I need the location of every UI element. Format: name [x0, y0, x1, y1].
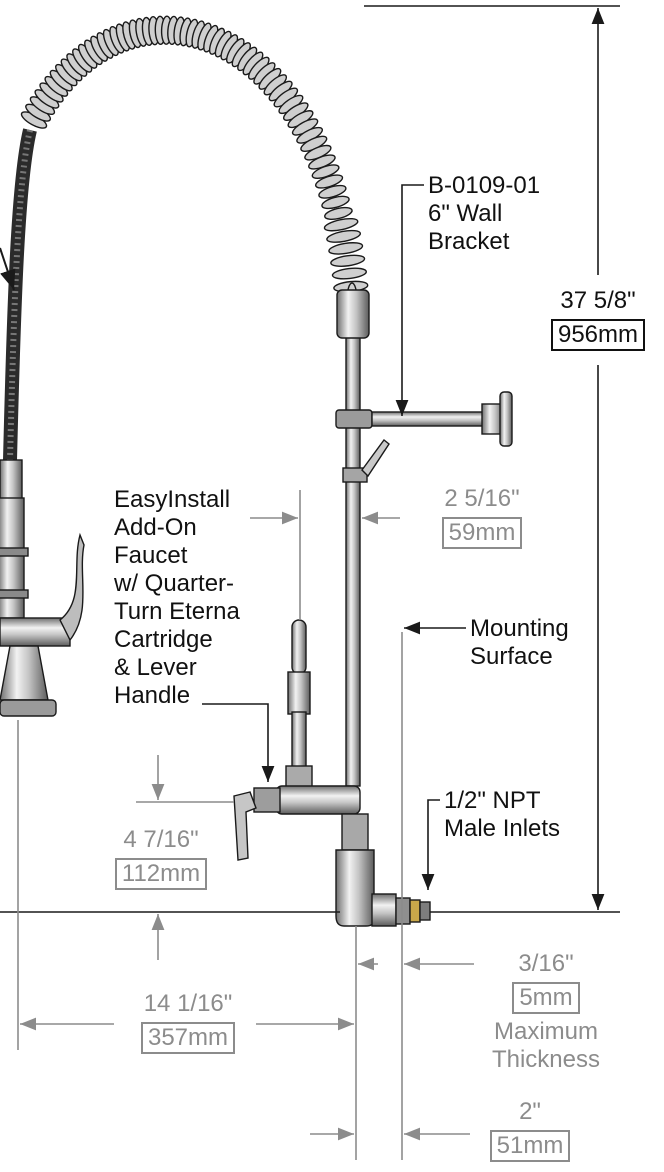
coil-loop [330, 254, 366, 267]
label-line: w/ Quarter- [114, 570, 235, 597]
coil-loop [323, 217, 359, 232]
leaders [0, 5, 620, 913]
label-line: Surface [470, 643, 553, 670]
dim-imperial: 2 5/16" [444, 485, 520, 512]
coil-loop [324, 206, 353, 220]
dim-metric: 51mm [489, 1130, 571, 1162]
coil-loop [328, 242, 364, 255]
coil-loop [315, 174, 344, 189]
dim-imperial: 3/16" [518, 950, 574, 977]
overall-height-dim: 37 5/8" 956mm [538, 287, 658, 351]
riser-offset-dim: 2 5/16" 59mm [412, 485, 552, 549]
coil-loop [326, 229, 362, 243]
inlet-spacing-dim: 2" 51mm [470, 1098, 590, 1162]
dimension-lines [17, 490, 474, 1160]
inlets-label: 1/2" NPT Male Inlets [444, 787, 560, 843]
elbow-inlet [335, 813, 431, 927]
dim-imperial: 2" [519, 1098, 541, 1125]
wall-bracket [371, 391, 513, 447]
label-line: Cartridge [114, 626, 213, 653]
label-line: 6" Wall [428, 200, 503, 227]
label-line: 1/2" NPT [444, 787, 541, 814]
add-on-faucet-label: EasyInstall Add-On Faucet w/ Quarter- Tu… [114, 486, 240, 710]
pre-rinse-hose [0, 128, 37, 461]
coil-loop [321, 195, 350, 210]
label-line: Turn Eterna [114, 598, 240, 625]
dim-note: Thickness [491, 1046, 601, 1073]
add-on-faucet [233, 619, 361, 861]
coil-spring [20, 15, 369, 318]
label-line: Bracket [428, 228, 510, 255]
label-line: Mounting [470, 615, 569, 642]
dim-metric: 357mm [140, 1022, 236, 1054]
label-line: EasyInstall [114, 486, 231, 513]
dim-metric: 59mm [441, 517, 523, 549]
dim-metric: 956mm [550, 319, 646, 351]
spray-valve [0, 459, 85, 717]
riser-pipe [335, 289, 390, 787]
dim-imperial: 37 5/8" [560, 287, 636, 314]
label-line: Handle [114, 682, 191, 709]
label-line: Faucet [114, 542, 188, 569]
coil-loop [318, 184, 347, 199]
dim-note: Maximum [493, 1018, 598, 1045]
dim-metric: 112mm [114, 858, 208, 890]
label-line: & Lever [114, 654, 197, 681]
label-line: Add-On [114, 514, 197, 541]
wall-bracket-label: B-0109-01 6" Wall Bracket [428, 172, 540, 256]
label-line: Male Inlets [444, 815, 561, 842]
mounting-surface-label: Mounting Surface [470, 615, 569, 671]
label-line: B-0109-01 [428, 172, 541, 199]
faucet-height-dim: 4 7/16" 112mm [96, 826, 226, 890]
dim-imperial: 4 7/16" [123, 826, 199, 853]
dim-imperial: 14 1/16" [143, 990, 233, 1017]
reach-dim: 14 1/16" 357mm [118, 990, 258, 1054]
dim-metric: 5mm [512, 982, 580, 1014]
coil-loop [331, 267, 368, 280]
thickness-dim: 3/16" 5mm Maximum Thickness [476, 950, 616, 1074]
